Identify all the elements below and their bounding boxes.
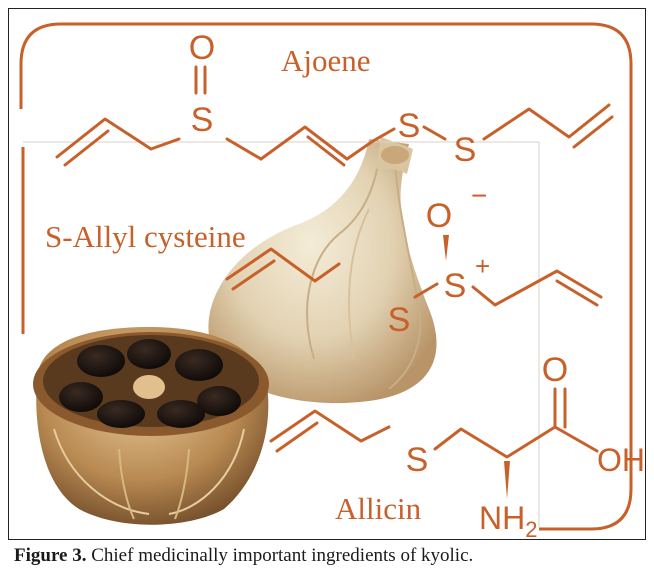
ajoene-oxygen: O [189,29,215,67]
sac-plus-charge: + [475,251,490,281]
allicin-sulfur: S [406,441,429,479]
ajoene-label: Ajoene [281,43,371,78]
bracket-frame [19,22,633,531]
sac-thioether-sulfur: S [388,301,411,339]
allicin-carbonyl-oxygen: O [542,351,568,389]
amine-subscript: 2 [525,517,537,540]
sac-oxide-oxygen: O [426,197,452,235]
s-allyl-cysteine-label: S-Allyl cysteine [45,219,246,254]
ajoene-sulfoxide-sulfur: S [191,101,214,139]
ajoene-sulfur-2: S [454,131,477,169]
amine-nh: NH [479,500,525,536]
allicin-structure [269,387,599,459]
sac-sulfonium: S [444,267,467,305]
garlic-bulb-image [208,137,437,404]
allicin-hydroxyl: OH [597,442,645,478]
black-garlic-image [33,327,269,525]
figure-caption-text: Chief medicinally important ingredients … [86,545,474,566]
figure-caption: Figure 3. Chief medicinally important in… [14,545,644,567]
sac-minus-charge: − [471,180,487,211]
allicin-amine: NH2 [479,500,537,540]
ajoene-structure [55,65,614,167]
s-allyl-cysteine-structure [225,247,603,307]
figure-frame: O S S S Ajoene S-Allyl cysteine O − S + … [8,8,646,540]
ajoene-sulfur-1: S [398,107,421,145]
figure-illustration: O S S S Ajoene S-Allyl cysteine O − S + … [19,22,645,540]
figure-caption-label: Figure 3. [14,545,87,566]
allicin-label: Allicin [335,491,422,526]
